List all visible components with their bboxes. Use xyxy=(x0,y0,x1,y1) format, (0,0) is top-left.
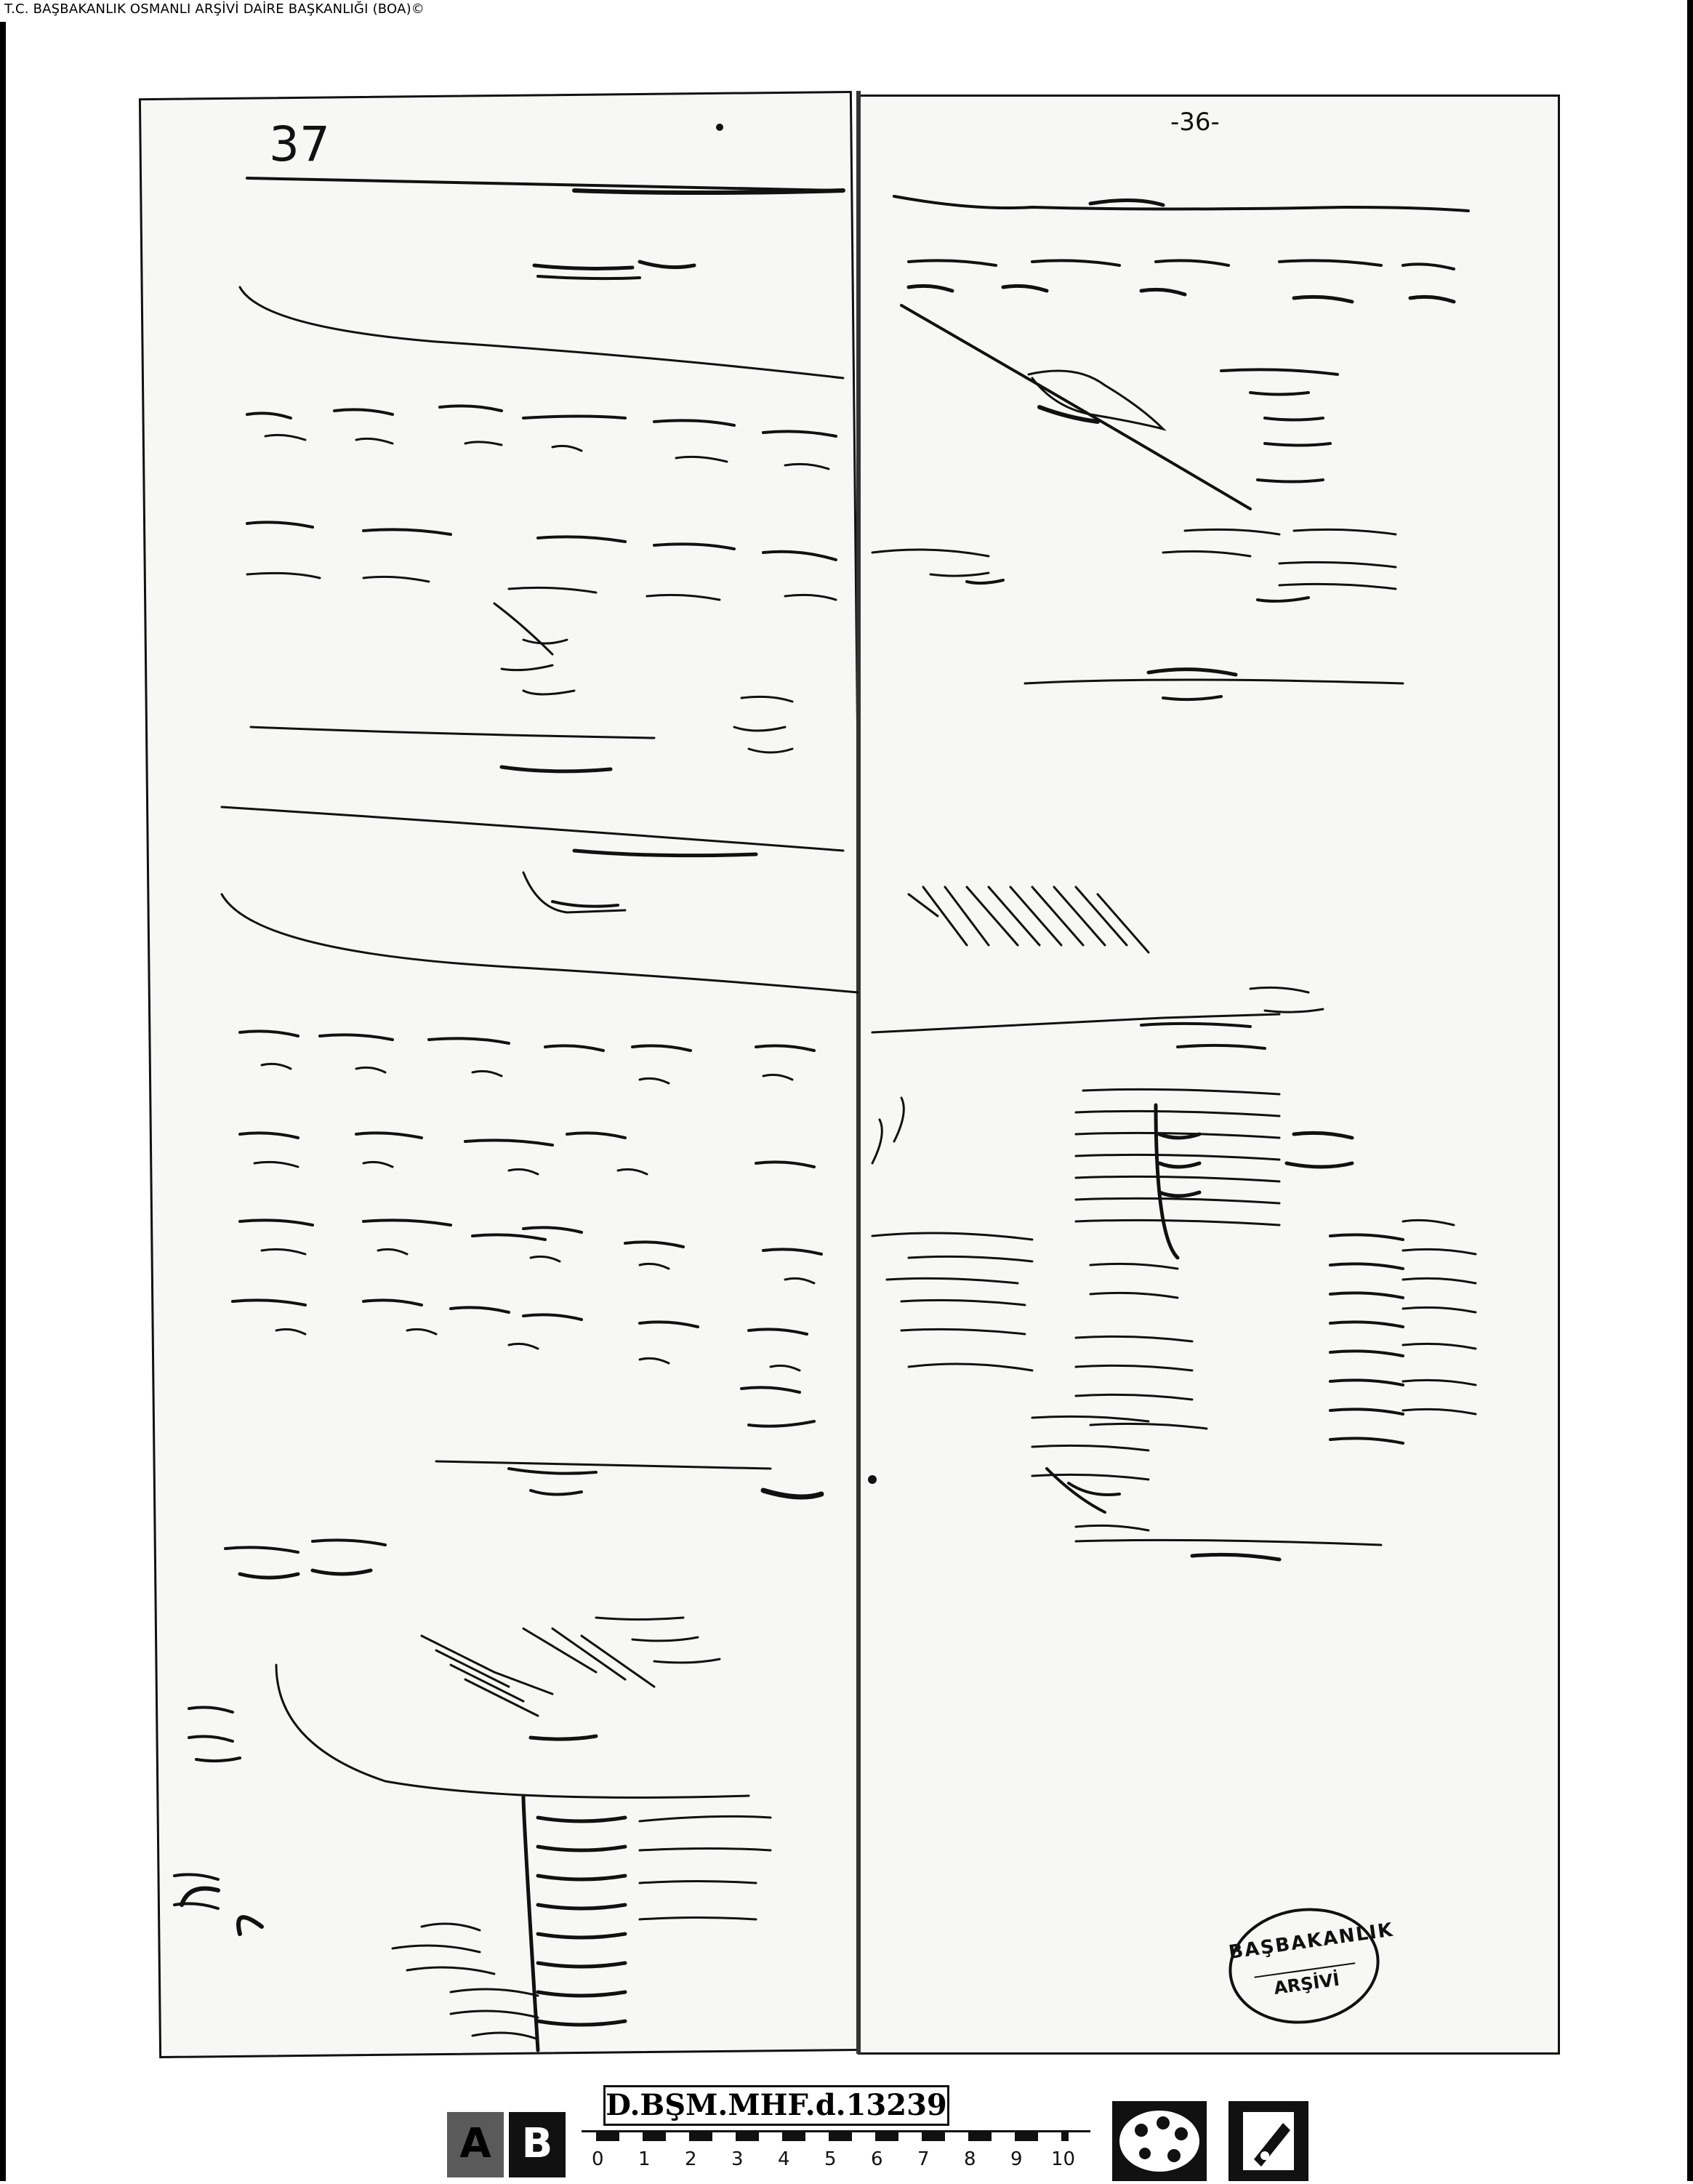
ruler-tick: 10 xyxy=(1051,2148,1076,2170)
ruler-tick: 2 xyxy=(685,2148,697,2170)
color-palette-icon xyxy=(1112,2101,1207,2181)
ruler-tick: 3 xyxy=(731,2148,744,2170)
archive-header: T.C. BAŞBAKANLIK OSMANLI ARŞİVİ DAİRE BA… xyxy=(4,1,425,17)
ruler-tick: 9 xyxy=(1010,2148,1023,2170)
scale-ruler: 0 1 2 3 4 5 6 7 8 9 10 xyxy=(582,2130,1090,2183)
stamp-top-text: BAŞBAKANLIK xyxy=(1227,1919,1396,1964)
ruler-tick: 7 xyxy=(917,2148,930,2170)
ruler-tick: 8 xyxy=(964,2148,976,2170)
scan-right-edge xyxy=(1687,0,1693,2181)
stamp-bottom-text: ARŞİVİ xyxy=(1254,1962,1359,2002)
scan-left-edge xyxy=(0,22,6,2181)
ruler-tick: 0 xyxy=(592,2148,604,2170)
tile-a: A xyxy=(447,2112,504,2177)
right-page-number: -36- xyxy=(1170,108,1220,137)
left-page-number: 37 xyxy=(269,116,330,172)
ruler-tick: 4 xyxy=(778,2148,790,2170)
right-manuscript-page xyxy=(858,95,1560,2055)
ruler-tick: 1 xyxy=(638,2148,651,2170)
reference-code: D.BŞM.MHF.d.13239 xyxy=(603,2085,949,2126)
paint-tube-icon xyxy=(1228,2101,1308,2181)
ruler-tick: 5 xyxy=(824,2148,837,2170)
ruler-bar xyxy=(596,2132,1069,2141)
book-spine xyxy=(856,91,861,2054)
tile-b: B xyxy=(509,2112,566,2177)
ruler-tick: 6 xyxy=(871,2148,883,2170)
